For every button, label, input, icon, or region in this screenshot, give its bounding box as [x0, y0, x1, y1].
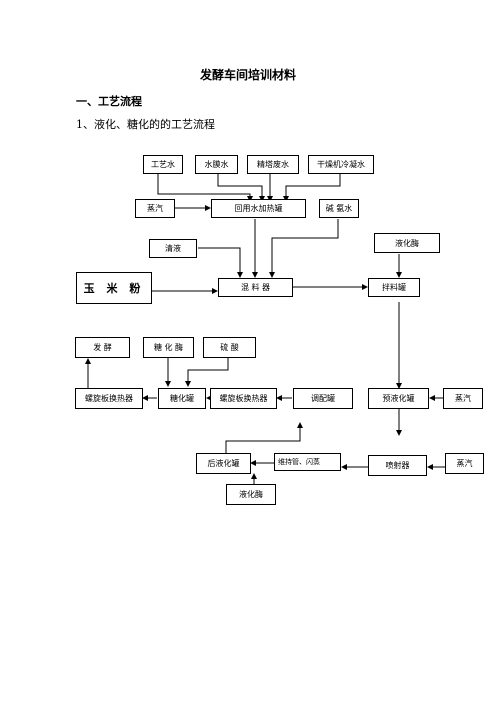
membrane-water-box: 水膜水 [195, 155, 238, 174]
saccharifying-enzyme-box: 糖 化 酶 [143, 337, 194, 358]
ammonia-box: 碱 氨水 [319, 199, 359, 218]
process-water-box: 工艺水 [143, 155, 183, 174]
document-title: 发酵车间培训材料 [199, 68, 296, 82]
subsection-heading: 1、液化、糖化的的工艺流程 [76, 118, 215, 131]
recycle-heater-box: 回用水加热罐 [211, 199, 306, 218]
saccharification-tank-box: 糖化罐 [158, 388, 206, 409]
refinery-waste-water-box: 精塔废水 [247, 155, 299, 174]
post-liquefaction-tank-box: 后液化罐 [196, 453, 251, 474]
spiral-exchanger-box-1: 螺旋板换热器 [75, 388, 143, 409]
mixer-box: 混 料 器 [218, 278, 293, 297]
blend-tank-box: 调配罐 [293, 388, 353, 409]
pre-liquefaction-tank-box: 预液化罐 [368, 388, 429, 409]
steam-box-1: 蒸汽 [135, 199, 175, 218]
liquefying-enzyme-box-top: 液化酶 [374, 233, 440, 253]
mixing-tank-box: 拌料罐 [368, 278, 420, 297]
steam-box-3: 蒸汽 [445, 453, 484, 474]
section-heading: 一、工艺流程 [76, 95, 142, 108]
corn-flour-box: 玉 米 粉 [76, 272, 152, 304]
liquefying-enzyme-box-bottom: 液化酶 [226, 484, 276, 505]
dryer-condensate-box: 干燥机冷凝水 [308, 155, 374, 174]
spiral-exchanger-box-2: 螺旋板换热器 [210, 388, 277, 409]
fermentation-box: 发 酵 [75, 337, 130, 358]
holding-tube-box: 维持管、闪蒸 [274, 453, 341, 471]
steam-box-2: 蒸汽 [443, 388, 483, 409]
jet-cooker-box: 喷射器 [368, 455, 427, 476]
clear-liquid-box: 清液 [149, 239, 197, 258]
sulfuric-acid-box: 硫 酸 [203, 337, 256, 358]
